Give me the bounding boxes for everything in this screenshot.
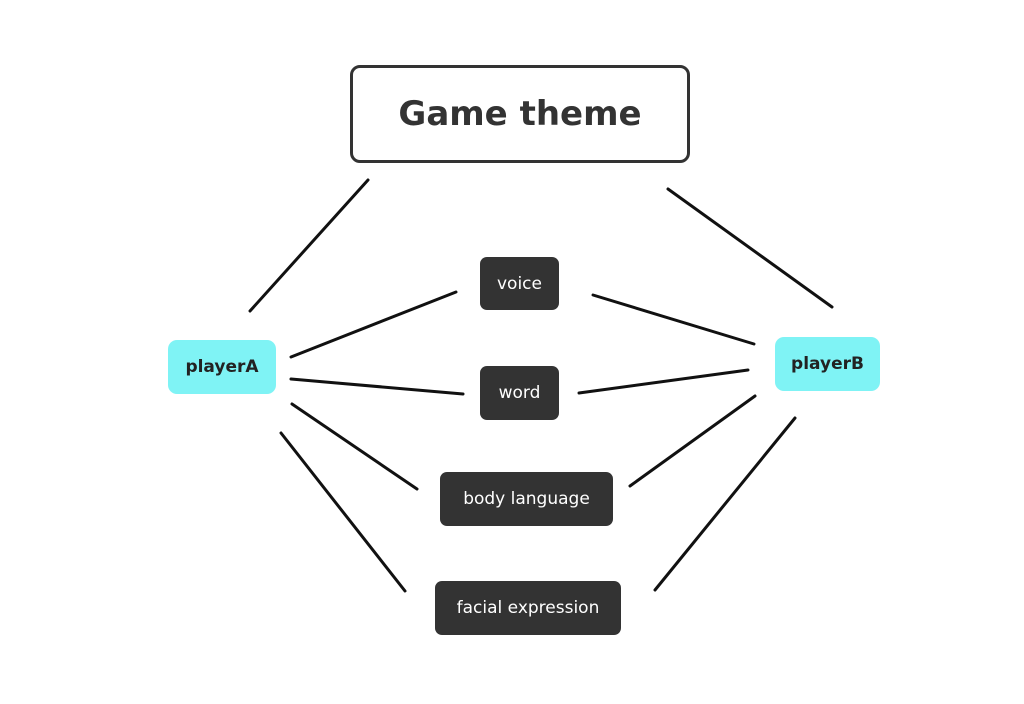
facial-expression-node: facial expression [435,581,621,635]
player-a-label: playerA [185,357,259,377]
connector-player-a-to-voice [289,290,458,359]
voice-node: voice [480,257,559,310]
connector-title-to-player-b [666,187,834,309]
word-label: word [498,383,541,403]
connector-voice-to-player-b [591,293,756,346]
word-node: word [480,366,559,420]
player-b-label: playerB [791,354,864,374]
connector-player-a-to-word [289,377,465,396]
connector-facial-expression-to-player-b [653,416,797,592]
game-theme-label: Game theme [398,94,642,134]
connector-player-a-to-body-language [290,402,419,491]
facial-expression-label: facial expression [456,598,600,618]
player-b-node: playerB [775,337,880,391]
body-language-label: body language [463,489,590,509]
connector-player-a-to-facial-expression [279,431,407,593]
connector-title-to-player-a [248,178,370,313]
connector-body-language-to-player-b [628,394,757,488]
connector-word-to-player-b [577,368,750,395]
player-a-node: playerA [168,340,276,394]
game-theme-node: Game theme [350,65,690,163]
body-language-node: body language [440,472,613,526]
voice-label: voice [497,273,542,294]
